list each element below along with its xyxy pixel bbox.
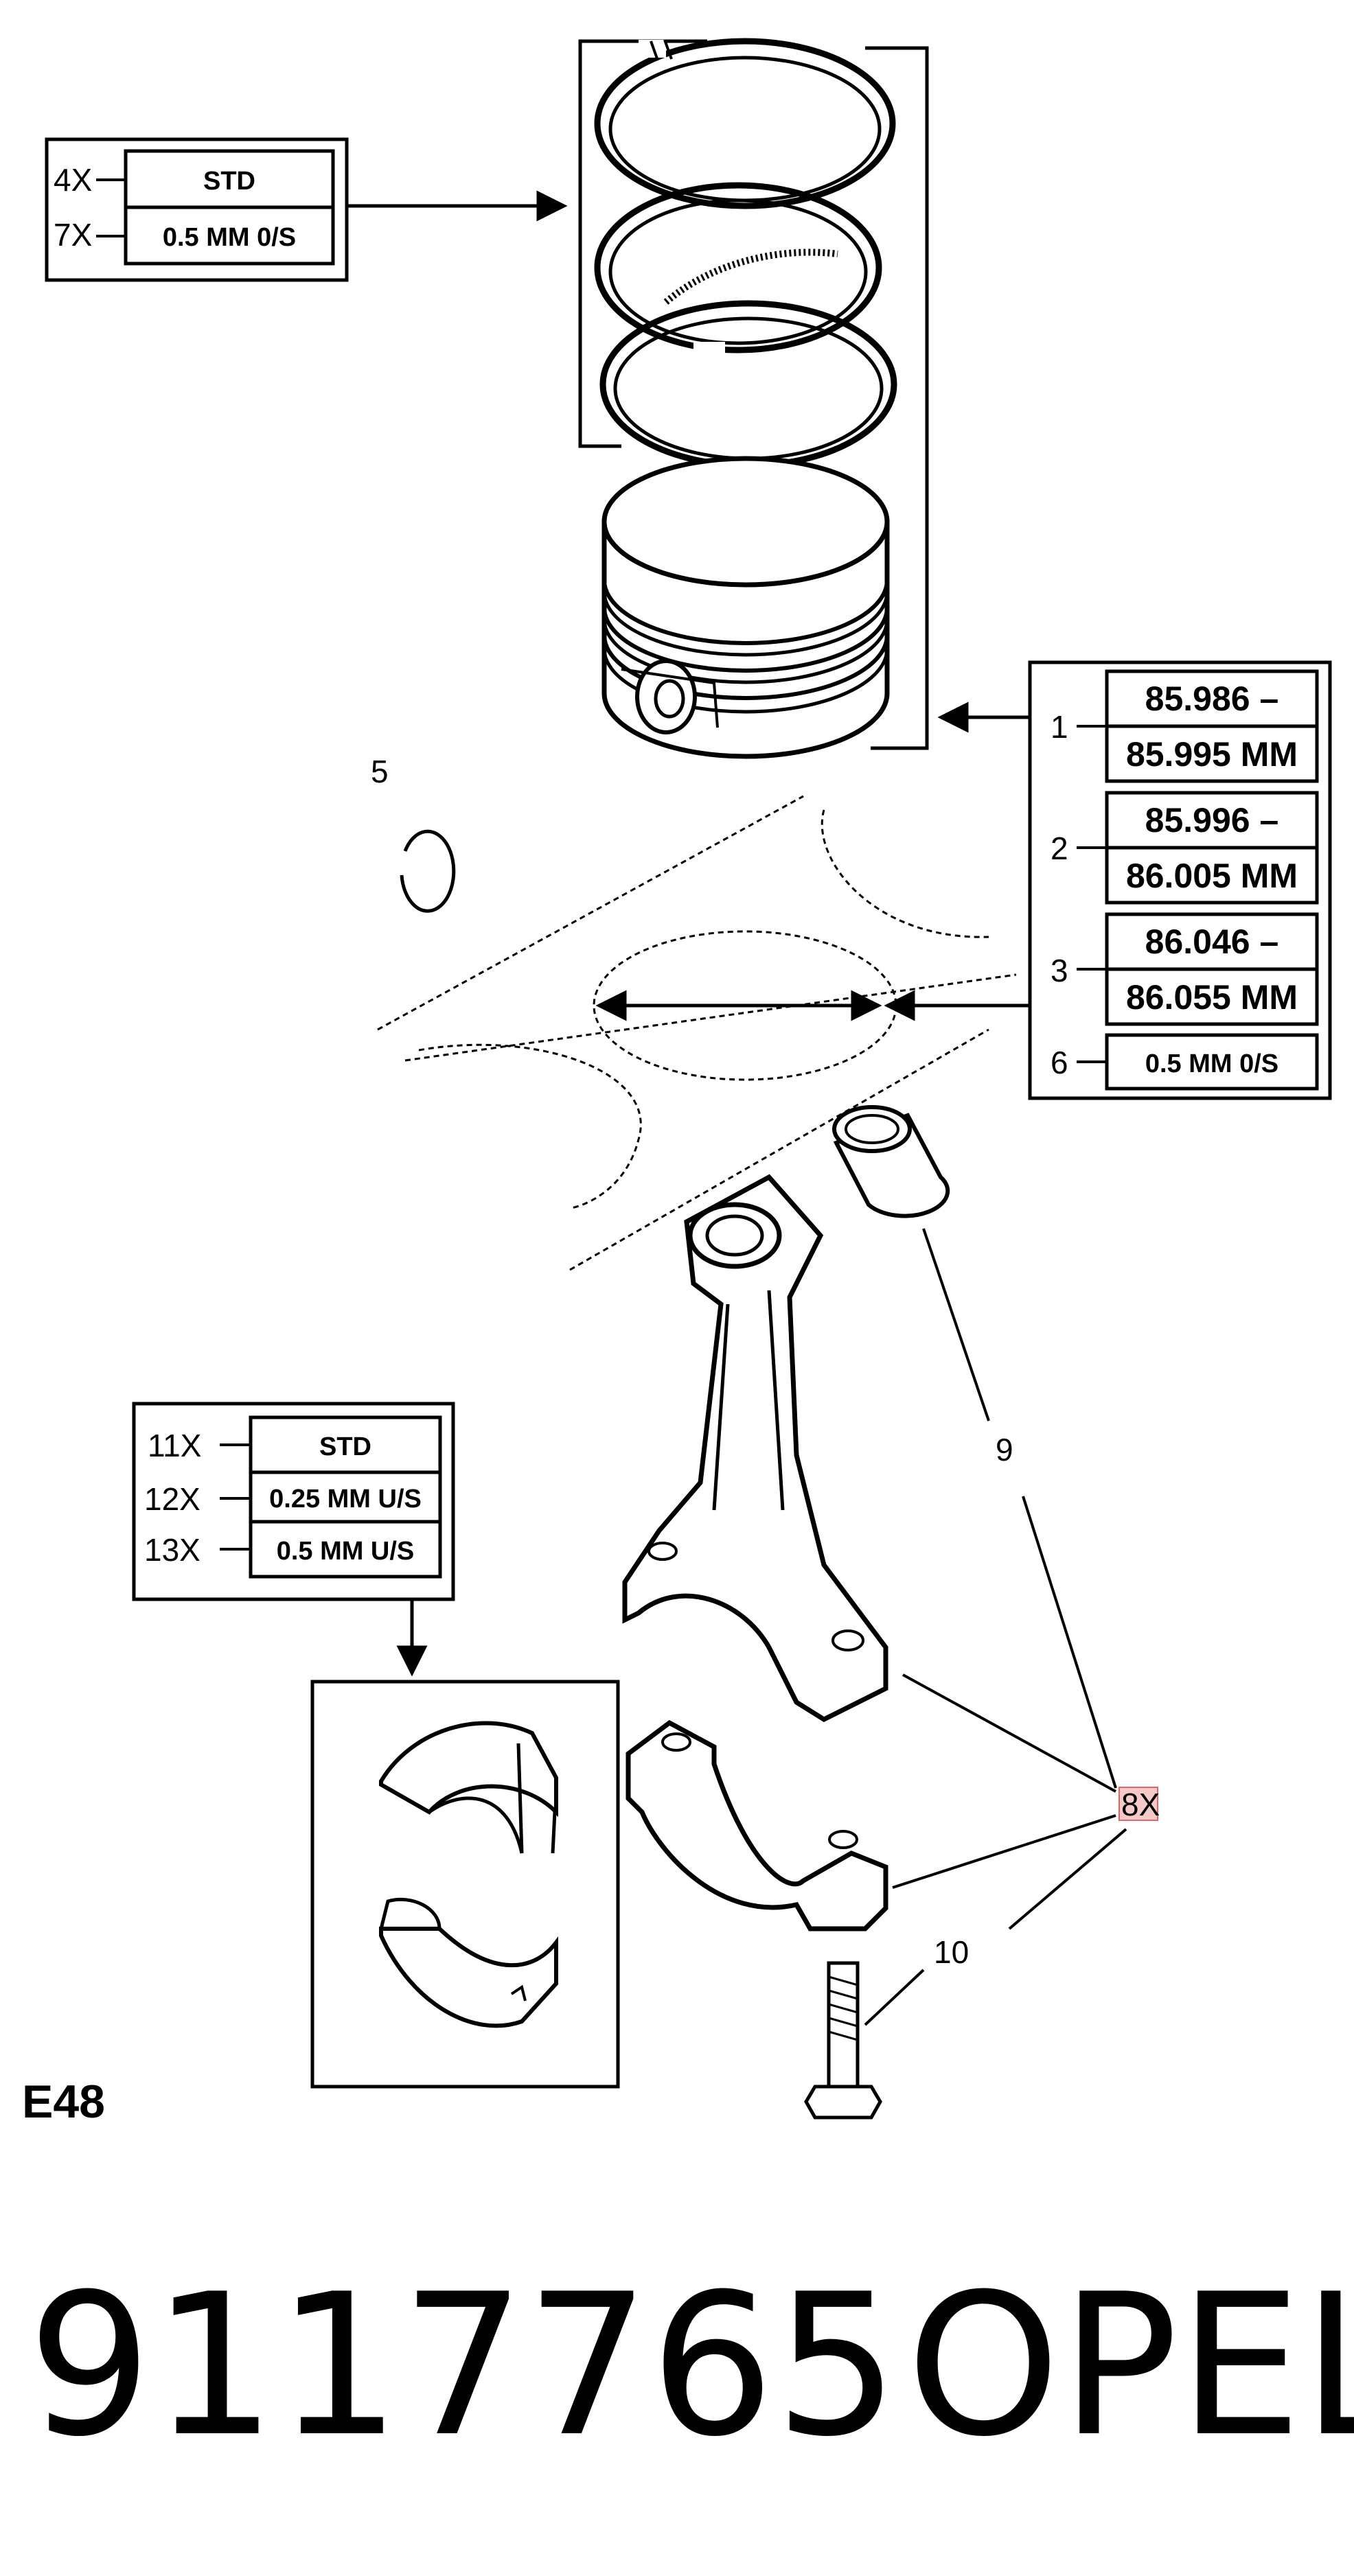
rod-set-qty: 8X	[1121, 1787, 1160, 1822]
rings-row-os	[124, 205, 335, 266]
connecting-rod	[622, 1174, 888, 1723]
oil-control-ring	[594, 182, 882, 357]
part-number: 9117765	[27, 2252, 899, 2480]
piston	[601, 456, 890, 759]
rings-qty-2: 7X	[54, 217, 92, 253]
second-compression-ring	[599, 300, 897, 469]
bearing-shells-box	[310, 1680, 620, 2089]
rings-qty-1: 4X	[54, 162, 92, 198]
rod-set-callout: 8X	[1118, 1787, 1160, 1822]
bearing-qty-3: 13X	[144, 1532, 200, 1568]
bushing-callout: 9	[996, 1432, 1013, 1467]
brand-name: OPEL	[906, 2252, 1354, 2480]
bore-2-min: 85.996 –	[1145, 801, 1279, 839]
bore-3-min: 86.046 –	[1145, 923, 1279, 961]
connecting-rod-cap	[626, 1719, 888, 1931]
diagram-code: E48	[22, 2076, 105, 2128]
bore-ref-1: 1	[1051, 709, 1068, 745]
rings-table: 4X 7X STD 0.5 MM 0/S	[45, 137, 568, 282]
bearing-label-2: 0.25 MM U/S	[269, 1485, 422, 1513]
piston-rings	[578, 38, 929, 750]
bore-1-max: 85.995 MM	[1126, 735, 1298, 774]
bore-ref-6: 6	[1051, 1045, 1068, 1080]
bore-ref-2: 2	[1051, 831, 1068, 866]
rings-label-1: STD	[203, 167, 255, 196]
circlip: 5	[371, 754, 456, 913]
bore-3-max: 86.055 MM	[1126, 978, 1298, 1017]
rod-bolt: 10	[804, 1934, 969, 2120]
bore-1-min: 85.986 –	[1145, 680, 1279, 718]
bearing-label-1: STD	[319, 1432, 371, 1461]
piston-pin-bushing: 9	[832, 1105, 1013, 1467]
rings-row-std	[124, 149, 335, 209]
bearing-table: 11X 12X 13X STD 0.25 MM U/S 0.5 MM U/S	[132, 1402, 455, 1677]
leader-lines	[864, 1228, 1127, 2026]
bore-ref-3: 3	[1051, 953, 1068, 988]
bearing-label-3: 0.5 MM U/S	[277, 1537, 415, 1566]
upper-bearing-shell	[379, 1721, 558, 1854]
top-compression-ring	[594, 38, 896, 209]
bolt-callout: 10	[934, 1934, 969, 1970]
lower-bearing-shell	[379, 1897, 558, 2028]
bore-oversize: 0.5 MM 0/S	[1145, 1049, 1278, 1078]
bearing-qty-2: 12X	[144, 1481, 200, 1517]
rings-label-2: 0.5 MM 0/S	[163, 223, 296, 252]
bearing-qty-1: 11X	[148, 1428, 201, 1463]
circlip-callout: 5	[371, 754, 389, 789]
bore-table: 1 2 3 6 85.986 – 85.995 MM 85.996 – 86.0…	[937, 660, 1332, 1100]
bore-2-max: 86.005 MM	[1126, 857, 1298, 895]
callout-highlight	[1118, 1787, 1158, 1821]
